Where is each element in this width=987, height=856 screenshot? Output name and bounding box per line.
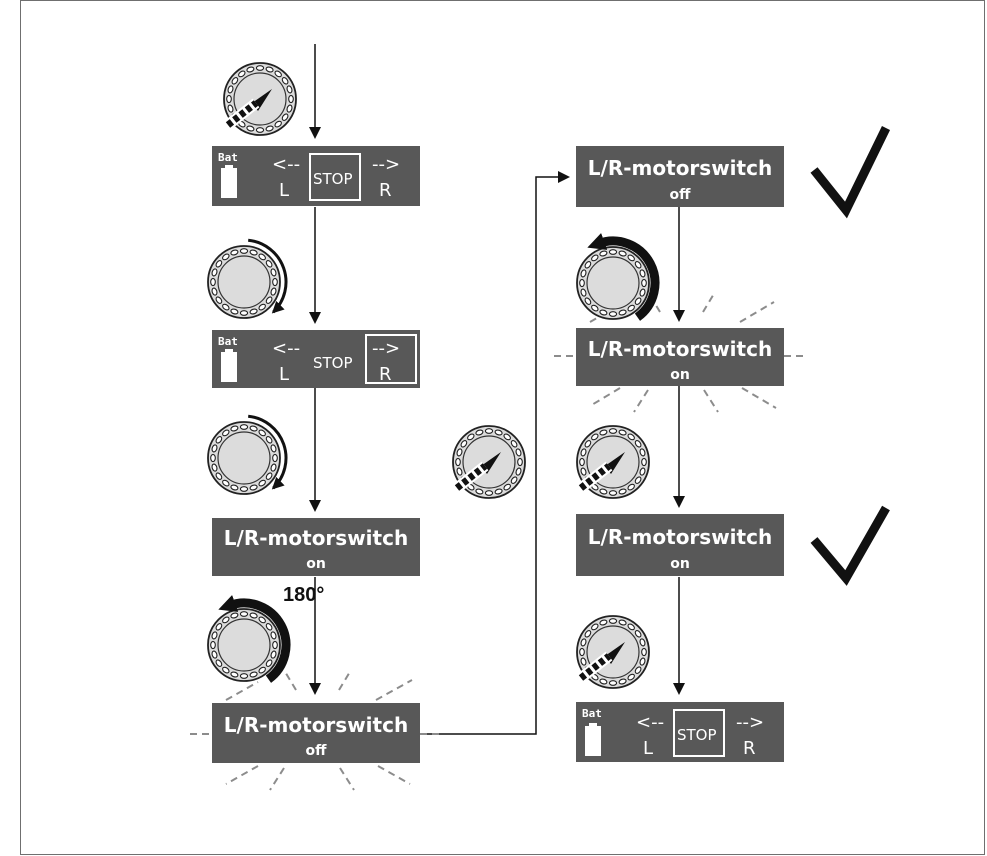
right-label: R <box>379 364 392 385</box>
display-panel <box>576 146 784 207</box>
left-arrow-label: <-- <box>636 712 664 733</box>
state-label: on <box>306 556 326 572</box>
battery-label: Bat <box>218 151 238 164</box>
left-arrow-label: <-- <box>272 154 300 175</box>
right-arrow-label: --> <box>372 154 400 175</box>
rotate-arrow-icon <box>248 414 288 490</box>
press-arrow-icon <box>224 89 272 130</box>
left-label: L <box>643 738 653 759</box>
battery-label: Bat <box>582 707 602 720</box>
flow-line-cross <box>419 171 570 735</box>
display-panel <box>576 702 784 762</box>
rotary-knob-icon <box>207 595 291 683</box>
page-frame <box>20 0 985 855</box>
display-panel <box>212 330 420 388</box>
motorswitch-display: L/R-motorswitch on <box>576 514 784 576</box>
display-panel <box>212 146 420 206</box>
left-label: L <box>279 364 289 385</box>
check-mark-icon <box>810 505 890 586</box>
left-label: L <box>279 180 289 201</box>
rotary-knob-icon <box>576 425 650 499</box>
right-highlight-box <box>365 334 417 384</box>
motorswitch-display: L/R-motorswitch off <box>576 146 784 207</box>
rotate-arrow-icon <box>218 595 291 683</box>
press-arrow-icon <box>577 452 625 493</box>
stop-highlight-box <box>309 153 361 201</box>
motorswitch-display: L/R-motorswitch off <box>212 703 420 763</box>
battery-icon <box>585 726 601 756</box>
stop-label: STOP <box>677 726 717 744</box>
left-arrow-label: <-- <box>272 338 300 359</box>
blink-rays <box>190 669 442 791</box>
rotary-knob-icon <box>576 233 660 321</box>
press-arrow-icon <box>577 642 625 683</box>
status-display: Bat <-- L STOP --> R <box>576 702 784 762</box>
display-panel <box>212 518 420 576</box>
state-label: on <box>670 556 690 572</box>
motorswitch-label: L/R-motorswitch <box>224 713 408 737</box>
status-display: Bat <-- L STOP --> R <box>212 330 420 388</box>
stop-label: STOP <box>313 354 353 372</box>
motorswitch-display: L/R-motorswitch on <box>212 518 420 576</box>
rotary-knob-icon <box>223 62 297 136</box>
knob-layer <box>207 62 660 689</box>
right-label: R <box>379 180 392 201</box>
display-panel <box>576 514 784 576</box>
rotary-knob-icon <box>207 414 288 495</box>
display-panel <box>576 328 784 386</box>
press-arrow-icon <box>453 452 501 493</box>
stop-highlight-box <box>673 709 725 757</box>
battery-label: Bat <box>218 335 238 348</box>
motorswitch-label: L/R-motorswitch <box>588 156 772 180</box>
flow-connectors <box>309 44 685 735</box>
rotary-knob-icon <box>207 238 288 319</box>
battery-icon <box>221 352 237 382</box>
motorswitch-label: L/R-motorswitch <box>588 337 772 361</box>
battery-icon <box>221 168 237 198</box>
rotate-arrow-icon <box>248 238 288 314</box>
check-mark-icon <box>810 126 891 219</box>
rotation-angle-label: 180° <box>283 584 324 606</box>
motorswitch-display: L/R-motorswitch on <box>576 328 784 386</box>
right-arrow-label: --> <box>736 712 764 733</box>
rotate-arrow-icon <box>587 233 660 321</box>
motorswitch-label: L/R-motorswitch <box>588 525 772 549</box>
display-panel <box>212 703 420 763</box>
rotary-knob-icon <box>576 615 650 689</box>
state-label: on <box>670 367 690 383</box>
right-arrow-label: --> <box>372 338 400 359</box>
rotary-knob-icon <box>452 425 526 499</box>
state-label: off <box>670 187 692 203</box>
motorswitch-label: L/R-motorswitch <box>224 526 408 550</box>
state-label: off <box>306 743 328 759</box>
status-display: Bat <-- L STOP --> R <box>212 146 420 206</box>
right-label: R <box>743 738 756 759</box>
stop-label: STOP <box>313 170 353 188</box>
